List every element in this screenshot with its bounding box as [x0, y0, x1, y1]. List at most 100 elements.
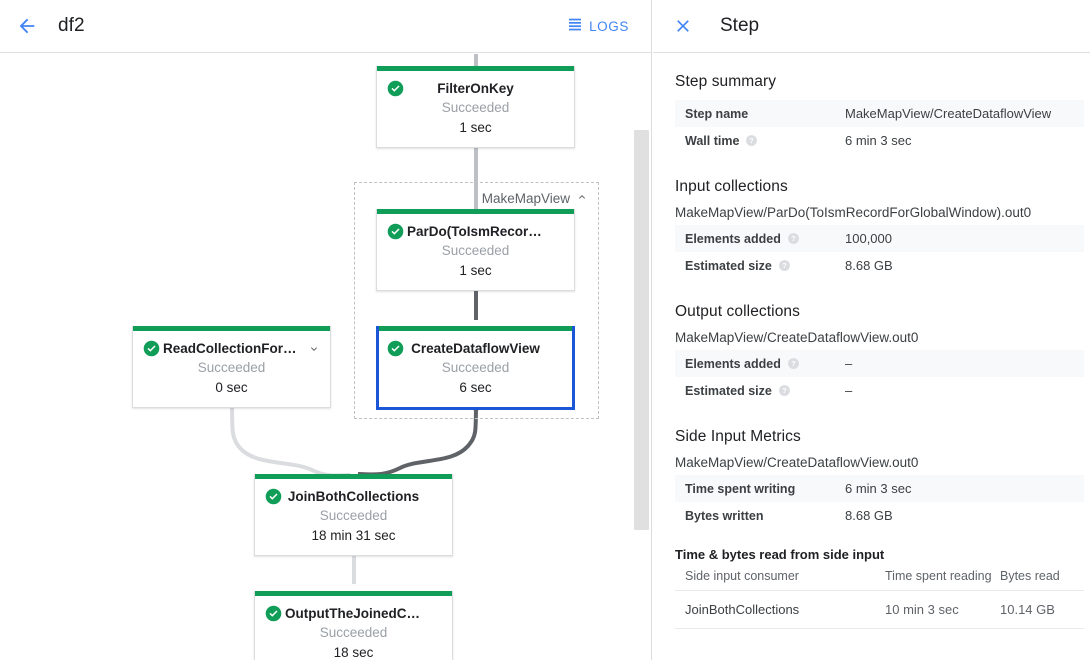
logs-button[interactable]: LOGS	[567, 16, 629, 37]
step-details-pane: Step Step summary Step name MakeMapView/…	[653, 0, 1090, 660]
node-name: OutputTheJoinedCollec…	[285, 606, 451, 621]
node-status-bar	[377, 209, 574, 214]
row-key: Wall time?	[675, 127, 845, 154]
input-collections-heading: Input collections	[675, 178, 788, 195]
node-status-bar	[377, 66, 574, 71]
output-collections-table: Elements added? – Estimated size? –	[675, 350, 1084, 404]
row-value: 8.68 GB	[845, 508, 893, 523]
side-input-collection-name: MakeMapView/CreateDataflowView.out0	[675, 455, 919, 470]
help-icon[interactable]: ?	[778, 259, 791, 272]
check-circle-icon	[265, 605, 282, 622]
composite-group-makemapview[interactable]: MakeMapView	[354, 182, 599, 419]
table-row: Estimated size? 8.68 GB	[675, 252, 1084, 279]
help-icon[interactable]: ?	[778, 384, 791, 397]
table-row: Time spent writing 6 min 3 sec	[675, 475, 1084, 502]
row-value: –	[845, 356, 853, 371]
close-icon[interactable]	[661, 4, 705, 48]
step-summary-heading: Step summary	[675, 73, 777, 90]
graph-node-create-dataflow-view[interactable]: CreateDataflowView Succeeded 6 sec	[376, 326, 575, 410]
cell-time: 10 min 3 sec	[885, 590, 1000, 629]
node-name: ParDo(ToIsmRecordFor…	[407, 224, 572, 239]
graph-node-output-the-joined-collection[interactable]: OutputTheJoinedCollec… Succeeded 18 sec	[254, 591, 453, 660]
composite-label-text: MakeMapView	[481, 191, 570, 206]
side-input-read-heading: Time & bytes read from side input	[675, 547, 885, 562]
node-status: Succeeded	[319, 625, 388, 640]
row-value: –	[845, 383, 853, 398]
svg-text:?: ?	[791, 234, 796, 243]
graph-vertical-scrollbar[interactable]	[634, 130, 649, 530]
node-duration: 0 sec	[215, 380, 248, 395]
job-header: df2 LOGS	[0, 0, 651, 53]
node-status-bar	[133, 326, 330, 331]
help-icon[interactable]: ?	[787, 357, 800, 370]
check-circle-icon	[387, 80, 404, 97]
column-header-consumer: Side input consumer	[675, 566, 885, 591]
input-collections-table: Elements added? 100,000 Estimated size? …	[675, 225, 1084, 279]
node-status: Succeeded	[441, 100, 510, 115]
input-collection-name: MakeMapView/ParDo(ToIsmRecordForGlobalWi…	[675, 205, 1032, 220]
graph-node-filter-on-key[interactable]: FilterOnKey Succeeded 1 sec	[376, 66, 575, 148]
node-duration: 1 sec	[459, 120, 492, 135]
node-duration: 18 sec	[333, 645, 374, 660]
check-circle-icon	[387, 340, 404, 357]
side-input-metrics-heading: Side Input Metrics	[675, 428, 801, 445]
graph-node-join-both-collections[interactable]: JoinBothCollections Succeeded 18 min 31 …	[254, 474, 453, 556]
node-status-bar	[255, 474, 452, 479]
row-key: Estimated size?	[675, 377, 845, 404]
row-key: Elements added?	[675, 225, 845, 252]
step-panel-title: Step	[720, 15, 760, 36]
table-row: Bytes written 8.68 GB	[675, 502, 1084, 529]
table-row: Elements added? –	[675, 350, 1084, 377]
logs-label: LOGS	[589, 18, 629, 34]
graph-node-read-collection-for-join[interactable]: ReadCollectionForJoin Succeeded 0 sec	[132, 326, 331, 408]
svg-text:?: ?	[791, 359, 796, 368]
row-key-label: Elements added	[685, 231, 781, 246]
node-status: Succeeded	[319, 508, 388, 523]
side-input-metrics-table: Time spent writing 6 min 3 sec Bytes wri…	[675, 475, 1084, 529]
row-key: Step name	[685, 106, 749, 121]
svg-text:?: ?	[782, 386, 787, 395]
help-icon[interactable]: ?	[787, 232, 800, 245]
output-collections-heading: Output collections	[675, 303, 801, 320]
node-duration: 18 min 31 sec	[311, 528, 396, 543]
row-value: 8.68 GB	[845, 258, 893, 273]
node-duration: 6 sec	[459, 380, 492, 395]
chevron-up-icon[interactable]	[576, 191, 588, 206]
page-title: df2	[58, 15, 85, 36]
step-summary-table: Step name MakeMapView/CreateDataflowView…	[675, 100, 1084, 154]
table-row: Estimated size? –	[675, 377, 1084, 404]
check-circle-icon	[387, 223, 404, 240]
node-name: CreateDataflowView	[411, 341, 540, 356]
row-value: 6 min 3 sec	[845, 133, 912, 148]
help-icon[interactable]: ?	[745, 134, 758, 147]
row-key: Bytes written	[685, 508, 764, 523]
row-key: Estimated size?	[675, 252, 845, 279]
output-collection-name: MakeMapView/CreateDataflowView.out0	[675, 330, 919, 345]
chevron-down-icon[interactable]	[308, 342, 320, 354]
graph-node-pardo-toismrecordfor[interactable]: ParDo(ToIsmRecordFor… Succeeded 1 sec	[376, 209, 575, 291]
step-panel-header: Step	[653, 0, 1090, 53]
node-status: Succeeded	[441, 243, 510, 258]
node-duration: 1 sec	[459, 263, 492, 278]
check-circle-icon	[143, 340, 160, 357]
node-name: FilterOnKey	[437, 81, 514, 96]
table-row: Wall time? 6 min 3 sec	[675, 127, 1084, 154]
row-key: Time spent writing	[685, 481, 796, 496]
svg-text:?: ?	[782, 261, 787, 270]
step-details-body: Step summary Step name MakeMapView/Creat…	[653, 53, 1090, 629]
row-key-label: Estimated size	[685, 383, 772, 398]
list-icon	[567, 16, 583, 37]
side-input-read-table: Side input consumer Time spent reading B…	[675, 566, 1084, 629]
composite-group-label[interactable]: MakeMapView	[482, 191, 588, 206]
node-status-bar	[379, 326, 572, 331]
svg-text:?: ?	[750, 136, 755, 145]
graph-pane: df2 LOGS	[0, 0, 652, 660]
job-graph-canvas[interactable]: MakeMapView	[0, 54, 651, 660]
table-header-row: Side input consumer Time spent reading B…	[675, 566, 1084, 591]
row-key-label: Elements added	[685, 356, 781, 371]
row-key-label: Wall time	[685, 133, 740, 148]
arrow-back-icon[interactable]	[4, 3, 50, 49]
node-name: JoinBothCollections	[287, 489, 420, 504]
cell-bytes: 10.14 GB	[1000, 590, 1084, 629]
